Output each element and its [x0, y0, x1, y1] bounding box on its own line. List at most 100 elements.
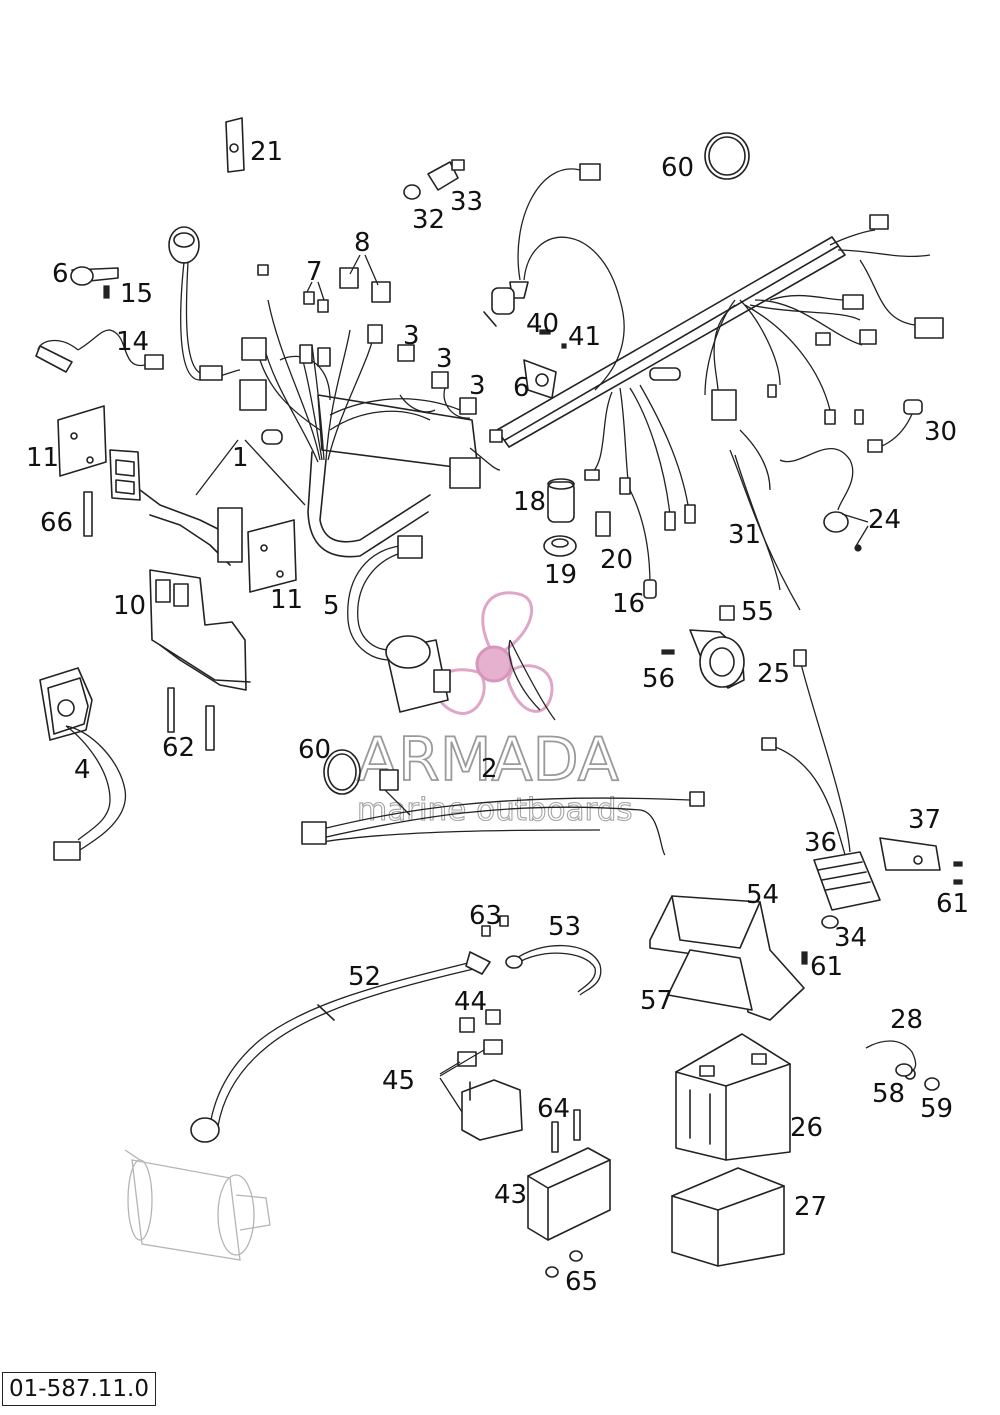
- callout-3: 3: [403, 321, 420, 351]
- callout-58: 58: [872, 1079, 905, 1109]
- callout-54: 54: [746, 880, 779, 910]
- part-31-cable: [729, 429, 854, 611]
- part-55-clip: [719, 605, 735, 621]
- part-6-clip-right: [523, 359, 557, 399]
- callout-18: 18: [513, 487, 546, 517]
- callout-8: 8: [354, 228, 371, 258]
- part-32-washer: [403, 184, 421, 200]
- part-36-regulator: [761, 649, 881, 911]
- callout-3: 3: [469, 371, 486, 401]
- callout-61: 61: [810, 952, 843, 982]
- callout-14: 14: [116, 327, 149, 357]
- part-60-cable-tie-lower: [323, 749, 361, 795]
- callout-56: 56: [642, 664, 675, 694]
- callout-10: 10: [113, 591, 146, 621]
- part-1-bracket: [109, 449, 243, 566]
- callout-37: 37: [908, 805, 941, 835]
- part-53-cable: [505, 944, 602, 996]
- callout-6: 6: [513, 373, 530, 403]
- part-52-starter-cable: [190, 951, 491, 1143]
- part-40-41-fasteners: [539, 329, 567, 349]
- watermark-logo: [434, 591, 554, 715]
- callout-57: 57: [640, 986, 673, 1016]
- callout-2: 2: [481, 754, 498, 784]
- part-2-wiring-loom: [301, 639, 705, 856]
- part-33-sensor: [427, 159, 465, 191]
- callout-52: 52: [348, 962, 381, 992]
- callout-1: 1: [232, 443, 249, 473]
- part-10-bracket: [149, 569, 251, 691]
- callout-44: 44: [454, 987, 487, 1017]
- part-15-screw: [103, 285, 110, 299]
- callout-66: 66: [40, 508, 73, 538]
- callout-65: 65: [565, 1267, 598, 1297]
- callout-19: 19: [544, 560, 577, 590]
- part-37-bracket: [879, 837, 941, 871]
- callout-41: 41: [568, 322, 601, 352]
- callout-6: 6: [52, 259, 69, 289]
- part-20-clip: [595, 511, 611, 537]
- callout-32: 32: [412, 205, 445, 235]
- part-57-liner: [667, 949, 753, 1011]
- part-19-holder: [543, 535, 577, 557]
- part-43-bracket: [527, 1147, 611, 1241]
- callout-20: 20: [600, 545, 633, 575]
- callout-36: 36: [804, 828, 837, 858]
- part-61-screw-lower: [801, 951, 808, 965]
- part-16-sensor: [629, 489, 657, 599]
- callout-7: 7: [306, 257, 323, 287]
- callout-15: 15: [120, 279, 153, 309]
- callout-30: 30: [924, 417, 957, 447]
- callout-24: 24: [868, 505, 901, 535]
- part-56-screw: [661, 649, 675, 655]
- callout-5: 5: [323, 591, 340, 621]
- part-45-relay: [457, 1039, 523, 1141]
- part-44-cover: [459, 1009, 501, 1033]
- part-24-sensor: [823, 511, 862, 552]
- callout-53: 53: [548, 912, 581, 942]
- callout-33: 33: [450, 187, 483, 217]
- callout-61: 61: [936, 889, 969, 919]
- part-58-59-fasteners: [895, 1063, 940, 1091]
- part-34-nut: [821, 915, 839, 929]
- leader-lines: [195, 254, 869, 1113]
- callout-31: 31: [728, 520, 761, 550]
- callout-60: 60: [661, 153, 694, 183]
- callout-4: 4: [74, 755, 91, 785]
- callout-64: 64: [537, 1094, 570, 1124]
- propeller-logo-icon: [434, 591, 554, 715]
- callout-43: 43: [494, 1180, 527, 1210]
- callout-62: 62: [162, 733, 195, 763]
- callout-45: 45: [382, 1066, 415, 1096]
- part-5-starter-relay: [347, 535, 451, 713]
- part-coil-upper-left: [168, 226, 241, 381]
- callout-11: 11: [26, 443, 59, 473]
- part-8-connectors: [339, 267, 391, 303]
- part-26-battery: [675, 1033, 791, 1161]
- part-60-cable-tie-top: [704, 132, 750, 180]
- callout-28: 28: [890, 1005, 923, 1035]
- part-62-bolts: [167, 687, 215, 751]
- part-64-bolts: [551, 1109, 581, 1153]
- callout-34: 34: [834, 923, 867, 953]
- callout-3: 3: [436, 344, 453, 374]
- part-3-connectors: [397, 344, 477, 415]
- part-61-screws-upper: [953, 861, 963, 885]
- part-21-bracket: [225, 117, 245, 173]
- callout-40: 40: [526, 309, 559, 339]
- part-65-nuts: [545, 1250, 583, 1278]
- callout-26: 26: [790, 1113, 823, 1143]
- callout-labels: 21 60 33 32 8 7 6 15 14 40 41 3 3 3 6 30…: [26, 137, 969, 1297]
- part-27-battery-box: [671, 1167, 785, 1267]
- part-30-sensor: [867, 399, 923, 453]
- callout-16: 16: [612, 589, 645, 619]
- part-6-clip-left: [70, 266, 119, 286]
- callout-21: 21: [250, 137, 283, 167]
- part-14-cable-sensor: [35, 329, 164, 373]
- drawing-reference-number: 01-587.11.0: [2, 1372, 156, 1406]
- part-11-plate-right: [247, 519, 297, 593]
- part-66-rod: [83, 491, 93, 537]
- callout-59: 59: [920, 1094, 953, 1124]
